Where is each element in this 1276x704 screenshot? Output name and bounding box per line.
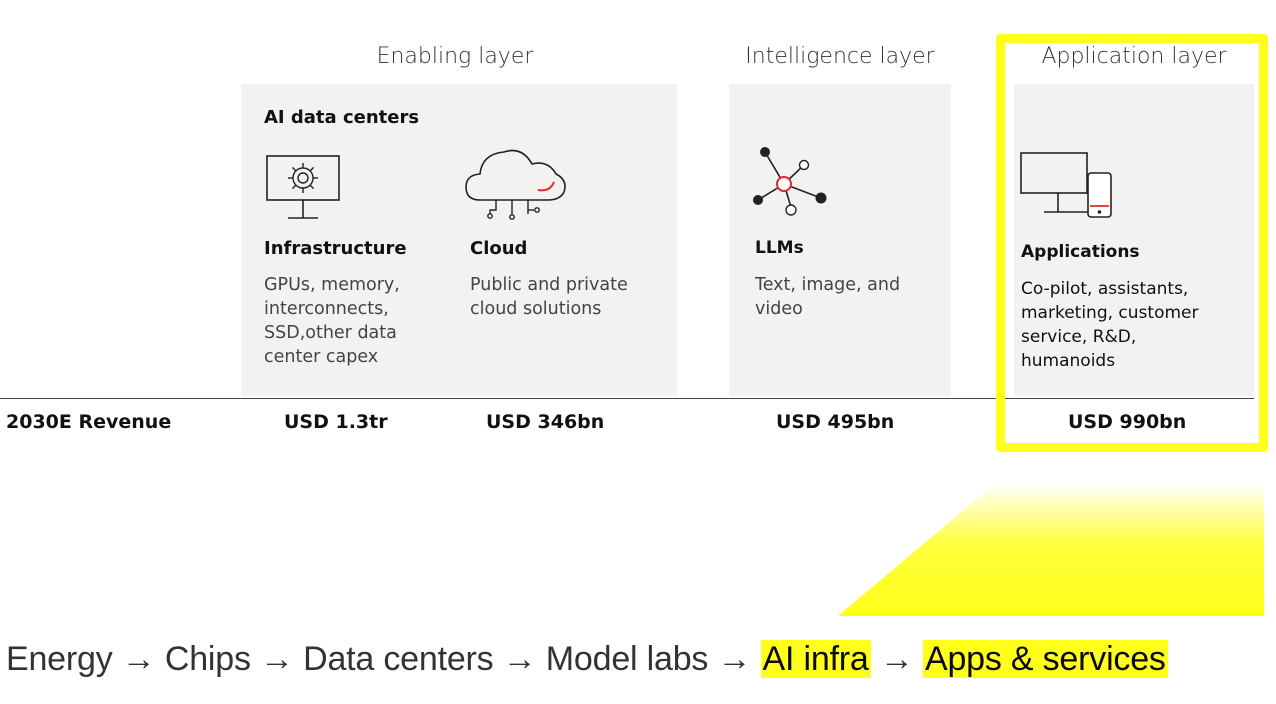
flow-data-centers: Data centers — [303, 640, 494, 678]
revenue-divider — [0, 398, 1254, 399]
flow-arrow-icon: → — [502, 640, 537, 678]
flow-ai-infra: AI infra — [760, 640, 871, 678]
intelligence-layer-heading: Intelligence layer — [745, 44, 935, 69]
revenue-row-label: 2030E Revenue — [6, 411, 172, 433]
applications-revenue: USD 990bn — [1068, 411, 1187, 433]
flow-arrow-icon: → — [879, 640, 914, 678]
llms-revenue: USD 495bn — [776, 411, 895, 433]
cloud-title: Cloud — [470, 238, 528, 259]
intelligence-panel — [729, 84, 951, 396]
applications-title: Applications — [1021, 242, 1140, 262]
cloud-revenue: USD 346bn — [486, 411, 605, 433]
enabling-layer-heading: Enabling layer — [376, 44, 534, 69]
enabling-panel — [241, 84, 677, 396]
flow-apps-services: Apps & services — [922, 640, 1168, 678]
application-layer-heading: Application layer — [1041, 44, 1227, 69]
cloud-network-icon — [462, 140, 572, 224]
infrastructure-description: GPUs, memory, interconnects, SSD,other d… — [264, 275, 400, 367]
flow-arrow-icon: → — [717, 640, 752, 678]
applications-description: Co-pilot, assistants, marketing, custome… — [1021, 279, 1199, 371]
callout-gradient-shape — [838, 486, 1264, 616]
application-panel — [1014, 84, 1254, 396]
monitor-phone-icon — [1018, 150, 1118, 222]
infrastructure-revenue: USD 1.3tr — [284, 411, 388, 433]
section-title-ai-data-centers: AI data centers — [264, 107, 420, 128]
infrastructure-title: Infrastructure — [264, 238, 407, 259]
flow-arrow-icon: → — [260, 640, 294, 678]
application-highlight-box — [996, 34, 1268, 452]
value-chain-flow: Energy → Chips → Data centers → Model la… — [6, 640, 1168, 679]
monitor-gear-icon — [262, 152, 354, 232]
flow-chips: Chips — [164, 640, 251, 678]
flow-model-labs: Model labs — [545, 640, 709, 678]
flow-arrow-icon: → — [121, 640, 156, 678]
cloud-description: Public and private cloud solutions — [470, 275, 628, 319]
llms-description: Text, image, and video — [755, 275, 901, 319]
flow-energy: Energy — [6, 640, 113, 678]
network-nodes-icon — [748, 140, 838, 224]
llms-title: LLMs — [755, 238, 804, 258]
